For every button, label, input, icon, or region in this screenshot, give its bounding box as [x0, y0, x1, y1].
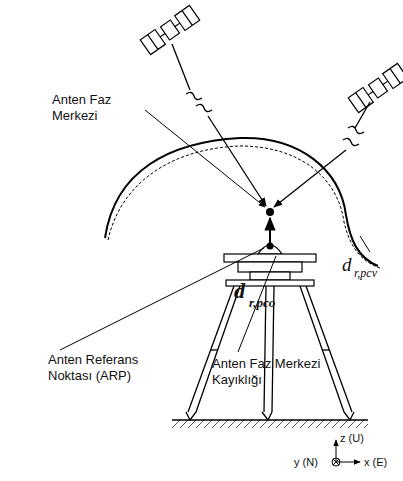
- ground-hatch: [172, 420, 368, 428]
- pcv-symbol: d: [342, 254, 352, 277]
- satellite: [348, 63, 403, 112]
- leader-line: [238, 256, 276, 352]
- axis-label: x (E): [364, 456, 387, 469]
- tripod: [186, 286, 354, 420]
- phase-center-label: Anten Faz Merkezi: [52, 92, 142, 123]
- axis-label: z (U): [340, 432, 364, 445]
- signal-line: [172, 44, 370, 207]
- pco-subscript: r,pco: [249, 295, 275, 311]
- arp-dot: [267, 243, 274, 250]
- leader-line: [60, 248, 264, 350]
- leader-line: [145, 110, 265, 207]
- satellite: [140, 5, 199, 54]
- axis-label: y (N): [294, 456, 318, 469]
- ground: [172, 419, 368, 421]
- pco-vector: [269, 218, 271, 244]
- pco-symbol: d: [234, 278, 245, 304]
- mean-phase-pattern: [108, 146, 380, 268]
- pcv-subscript: r,pcv: [354, 266, 377, 280]
- arp-label: Anten Referans Noktası (ARP): [48, 352, 144, 383]
- phase-center-dot: [266, 208, 274, 216]
- phase-pattern: [105, 138, 378, 266]
- pco-label: Anten Faz Merkezi Kayıklığı: [212, 356, 336, 387]
- pcv-leader: [360, 236, 370, 252]
